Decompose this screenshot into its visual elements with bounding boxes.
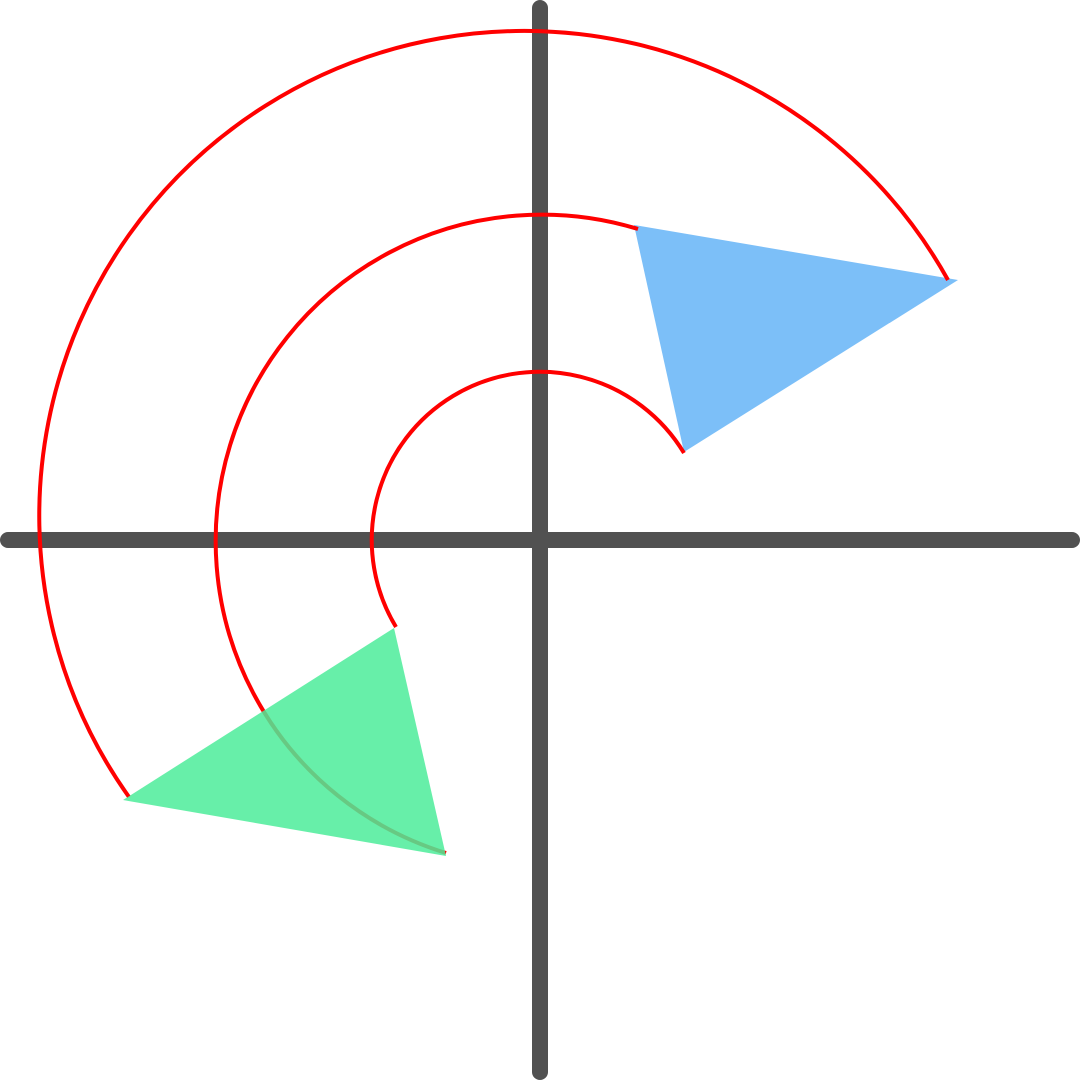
outer-rotation-arc — [37, 28, 950, 799]
triangle-original — [123, 628, 446, 856]
inner-rotation-arc — [369, 369, 686, 629]
triangle-rotated — [634, 225, 958, 452]
